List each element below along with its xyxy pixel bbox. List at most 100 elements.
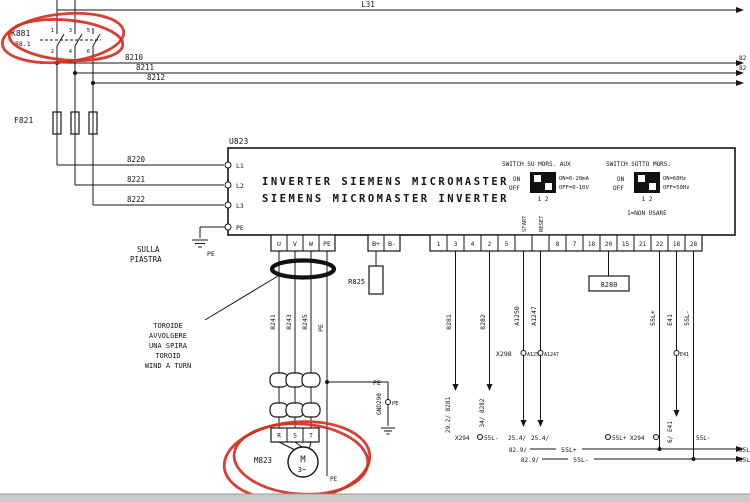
component-ref-r825: R825 (348, 278, 365, 286)
xref-8281: 29.2/ 8281 (445, 397, 452, 434)
motor-m823: R S T M 3~ M823 PE (254, 427, 338, 483)
toroid-note: WIND A TURN (145, 362, 191, 370)
switch-freq-off: OFF (613, 185, 624, 192)
motor-phase: 3~ (298, 466, 306, 474)
terminal-label: 4 (471, 241, 475, 248)
pin-number: 6 (87, 49, 90, 55)
toroid-note: AVVOLGERE (149, 332, 187, 340)
switch-aux-title: SWITCH SU MORS. AUX (502, 161, 571, 168)
terminal-row: U V W PE B+ B- 1 3 4 2 5 8 7 18 20 15 21… (270, 215, 703, 252)
terminal-label: 15 (622, 241, 630, 248)
red-circle-k881 (0, 11, 126, 65)
x298-pin-a1250: A1250 (527, 352, 542, 358)
pin-number: 2 (51, 49, 54, 55)
edge-ref-82b: 82 (739, 65, 747, 72)
inverter-u823: U823 INVERTER SIEMENS MICROMASTER SIEMEN… (224, 137, 736, 252)
wire-label-l31: L31 (361, 0, 375, 9)
wire-label-55lplus: 55L+ (649, 310, 657, 326)
wire-label-8243: 8243 (285, 314, 293, 330)
x298-pin-a1247: A1247 (544, 352, 559, 358)
terminal-label-pe: PE (236, 224, 244, 232)
component-ref-u823: U823 (229, 137, 248, 146)
signal-wires: 8281 8282 A1250 A1247 55L+ E41 55L- X298… (445, 251, 710, 459)
toroid-icon (269, 258, 337, 280)
e41-pin-label: E41 (680, 352, 689, 358)
wire-label-8220: 8220 (127, 155, 146, 164)
terminal-label-l1: L1 (236, 162, 244, 170)
wire-label-55lminus: 55L- (683, 310, 691, 326)
terminal-label: 28 (690, 241, 698, 248)
terminal-label-l3: L3 (236, 202, 244, 210)
wire-label-8282: 8282 (479, 314, 487, 330)
switch-aux-on: ON (513, 176, 521, 183)
connector-ref-x298: X298 (496, 350, 512, 358)
connector-ref-x294-left: X294 (455, 435, 470, 442)
wire-label-e41: E41 (666, 314, 674, 326)
toroid-note: TOROIDE (153, 322, 183, 330)
component-ref-f821: F821 (14, 116, 33, 125)
terminal-label: 18 (588, 241, 596, 248)
wire-label-8212: 8212 (147, 73, 165, 82)
dip-switch-icon (530, 172, 556, 193)
contactor-k881: K881 88.1 1 3 5 2 4 6 (11, 28, 101, 55)
component-ref-m823: M823 (254, 456, 272, 465)
window-bottom-bar (0, 494, 750, 502)
motor-icon (287, 446, 319, 478)
terminal-label: 21 (639, 241, 647, 248)
x294-right-label: 55L- (696, 435, 710, 442)
fuse-f821: F821 (14, 111, 98, 135)
edge-ref-55lplus: 55L (739, 447, 750, 454)
terminal-pe: PE (323, 240, 331, 248)
wire-label-8245: 8245 (301, 314, 309, 330)
ground-pe-label: PE (207, 250, 215, 258)
motor-terminal-t: T (309, 433, 313, 440)
wire-label-8211: 8211 (136, 63, 154, 72)
bus-label-55lminus: 55L- (573, 456, 589, 464)
terminal-label: 1 (437, 241, 441, 248)
bus-src-55lplus: 82.9/ (509, 447, 527, 454)
switch-aux-pins: 1 2 (538, 196, 549, 203)
motor-pe-label: PE (330, 476, 338, 483)
edge-ref-55lminus: 55L (739, 457, 750, 464)
dip-switch-aux: SWITCH SU MORS. AUX ON OFF ON=0-20mA OFF… (502, 161, 589, 203)
switch-aux-opt2: OFF=0-10V (559, 185, 589, 191)
reset-terminal-label: RESET (539, 215, 545, 232)
terminal-label: 20 (605, 241, 613, 248)
switch-aux-opt1: ON=0-20mA (559, 176, 589, 182)
pe-tap-label: PE (373, 379, 381, 387)
power-feed-wires: L31 8210 8211 8212 82 82 8220 8221 8222 (55, 0, 747, 206)
switch-freq-pins: 1 2 (642, 196, 653, 203)
switch-freq-on: ON (617, 176, 625, 183)
switch-note: 1=NON USARE (627, 210, 667, 217)
resistor-r825: R825 (348, 251, 384, 295)
toroid-note: UNA SPIRA (149, 342, 188, 350)
ferrite-beads (269, 372, 321, 418)
switch-freq-title: SWITCH SOTTO MORS. (606, 161, 671, 168)
terminal-label: 18 (673, 241, 681, 248)
bus-src-55lminus: 82.9/ (521, 457, 539, 464)
motor-symbol: M (300, 455, 306, 465)
inverter-title-line2: SIEMENS MICROMASTER INVERTER (262, 193, 509, 205)
terminal-label-l2: L2 (236, 182, 244, 190)
xref-e41: 6/ E41 (667, 421, 674, 443)
wire-label-8222: 8222 (127, 195, 145, 204)
wire-label-8281: 8281 (445, 314, 453, 330)
gnd-pe-label: PE (392, 401, 399, 407)
edge-ref-82a: 82 (739, 55, 747, 62)
terminal-bminus: B- (388, 240, 396, 248)
switch-freq-opt2: OFF=50Hz (663, 185, 690, 191)
x294-left-label: 55L- (484, 435, 498, 442)
terminal-label: 2 (488, 241, 492, 248)
toroid-note: TOROID (155, 352, 180, 360)
red-circle-k881 (7, 18, 125, 62)
component-ref-k881: K881 (11, 29, 30, 38)
ground-note-line2: PIASTRA (130, 255, 162, 264)
gnd290-label: GND290 (376, 393, 383, 415)
pin-number: 4 (69, 49, 73, 55)
wire-label-8280: 8280 (601, 281, 618, 289)
terminal-label: 8 (556, 241, 560, 248)
wire-label-8221: 8221 (127, 175, 145, 184)
wire-label-8210: 8210 (125, 53, 144, 62)
ground-note-line1: SULLA (137, 245, 160, 254)
